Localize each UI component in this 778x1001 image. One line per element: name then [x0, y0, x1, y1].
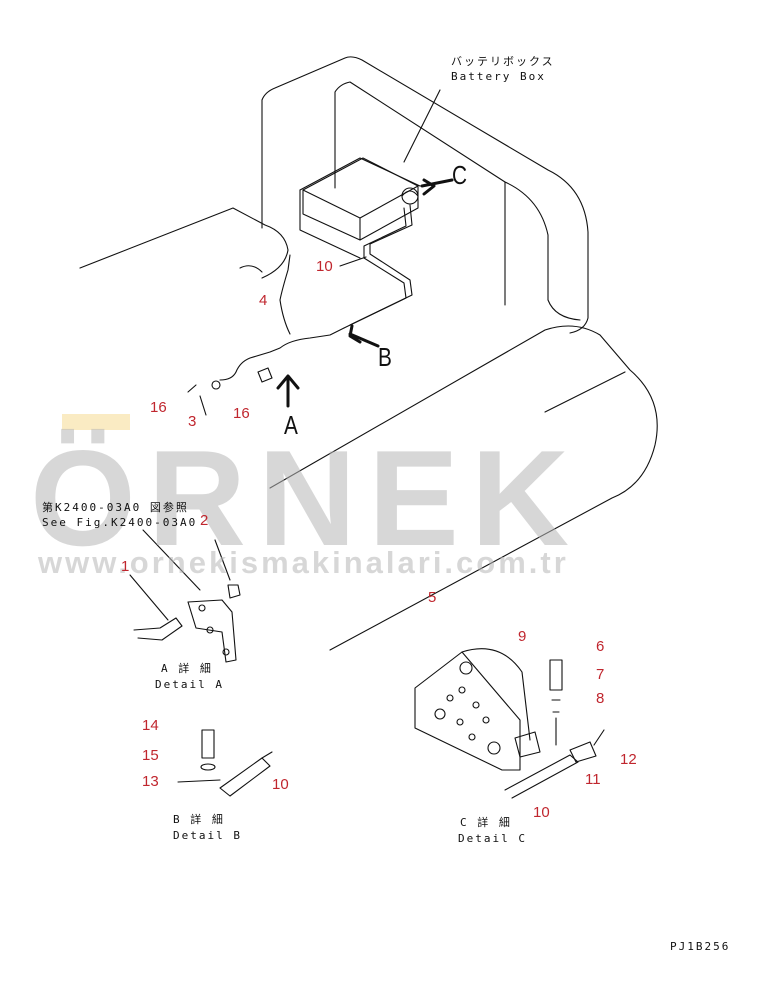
watermark-brand: ÖRNEK [30, 422, 582, 574]
detail-c-label-jp: C 詳 細 [460, 816, 512, 829]
detail-b-label-jp: B 詳 細 [173, 813, 225, 826]
callout-10-detail-c: 10 [533, 804, 550, 821]
callout-13: 13 [142, 773, 159, 790]
see-fig-label-jp: 第K2400-03A0 図参照 [42, 501, 189, 514]
detail-a-label-en: Detail A [155, 678, 224, 691]
view-letter-a: A [284, 410, 298, 440]
callout-10-detail-b: 10 [272, 776, 289, 793]
callout-9: 9 [518, 628, 527, 645]
watermark-accent [62, 414, 130, 430]
detail-b-label-en: Detail B [173, 829, 242, 842]
callout-8: 8 [596, 690, 605, 707]
crawler-track [269, 325, 658, 651]
detail-b-parts [177, 729, 273, 797]
callout-10-main: 10 [316, 258, 333, 275]
leader-lines [129, 89, 441, 621]
callout-3: 3 [188, 413, 197, 430]
callout-1: 1 [121, 558, 130, 575]
callout-14: 14 [142, 717, 159, 734]
view-arrows [276, 178, 454, 408]
callout-5: 5 [428, 589, 437, 606]
view-letter-b: B [378, 342, 392, 372]
drawing-code: PJ1B256 [670, 940, 731, 953]
detail-a-label-jp: A 詳 細 [161, 662, 213, 675]
left-frame [79, 207, 289, 279]
callout-2: 2 [200, 512, 209, 529]
callout-11: 11 [585, 771, 601, 788]
callout-7: 7 [596, 666, 605, 683]
detail-c-parts [414, 648, 605, 799]
view-letter-c: C [452, 160, 468, 190]
detail-a-parts [133, 584, 241, 663]
see-fig-label-en: See Fig.K2400-03A0 [42, 516, 198, 529]
callout-16-right: 16 [233, 405, 250, 422]
callout-6: 6 [596, 638, 605, 655]
battery-box-label-jp: バッテリボックス [451, 55, 555, 68]
watermark-url: www.ornekismakinalari.com.tr [38, 545, 569, 580]
callout-12: 12 [620, 751, 637, 768]
detail-c-label-en: Detail C [458, 832, 527, 845]
callout-15: 15 [142, 747, 159, 764]
battery-box-label-en: Battery Box [451, 70, 546, 83]
wiring-harness [187, 204, 413, 416]
callout-16-left: 16 [150, 399, 167, 416]
machine-housing [261, 56, 589, 334]
battery-box [302, 157, 419, 241]
callout-4: 4 [259, 292, 268, 309]
